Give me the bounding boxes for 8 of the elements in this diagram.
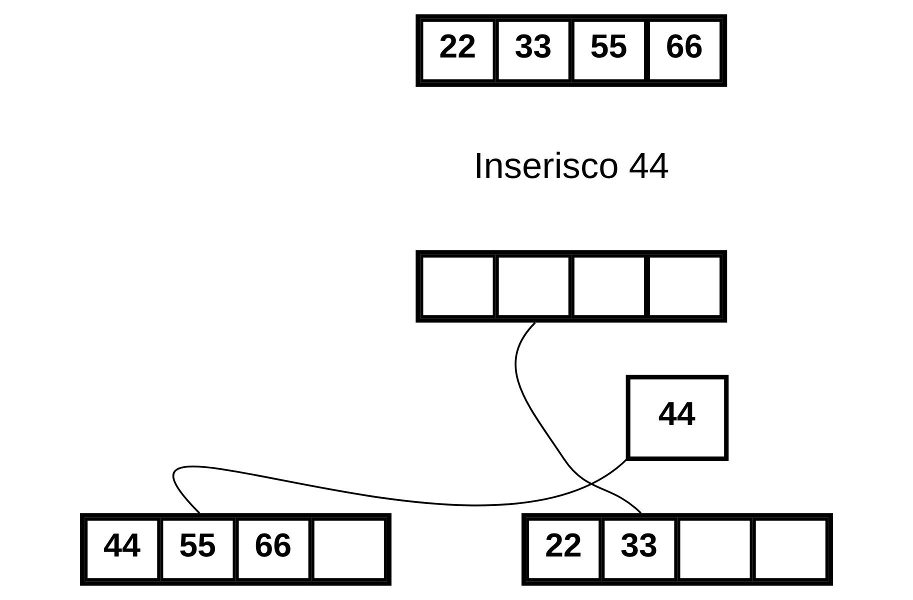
- node-box: 44: [626, 374, 729, 462]
- connector: [174, 458, 628, 514]
- node-box: 44 55 66: [80, 513, 392, 586]
- node-box: [416, 250, 728, 323]
- label: Inserisco 44: [474, 144, 670, 186]
- node-box: 22 33 55 66: [416, 14, 728, 87]
- connector: [514, 322, 642, 514]
- node-box: 22 33: [522, 513, 833, 586]
